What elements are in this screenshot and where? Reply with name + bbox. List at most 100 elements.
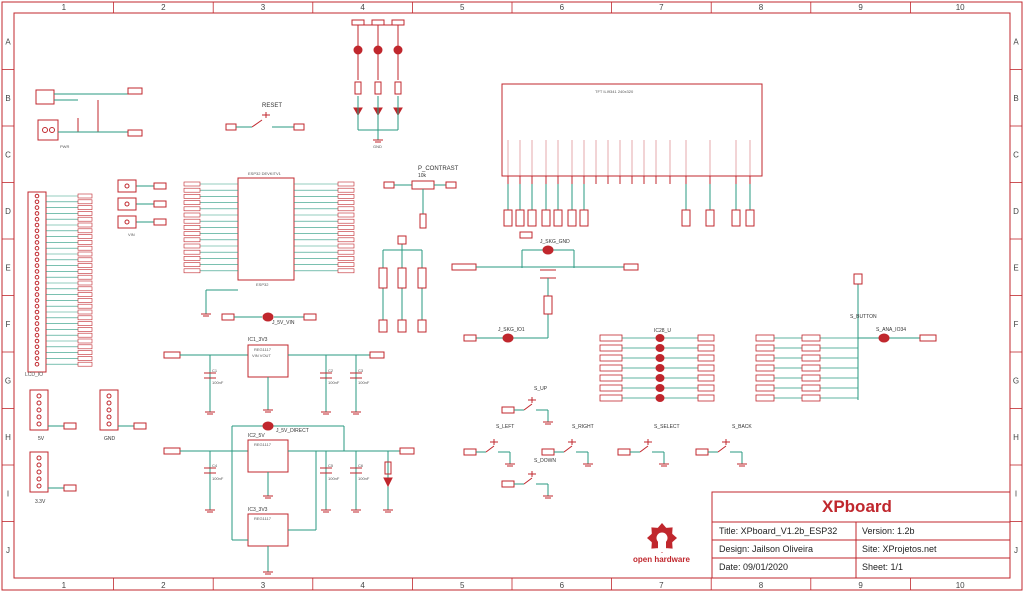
lower-headers [29, 389, 147, 493]
lcd-module [501, 83, 763, 227]
frame-row-label-left: H [5, 433, 11, 442]
j-5v-vin-jumper [205, 289, 317, 322]
j-5v-direct-label: J_5V_DIRECT [276, 428, 309, 434]
frame-row-label-right: A [1013, 37, 1019, 46]
c1-value: 100nF [212, 380, 224, 385]
frame-col-label-bottom: 2 [161, 581, 166, 590]
open-hardware-logo [647, 523, 677, 553]
c6-value: 100nF [358, 476, 370, 481]
button-switches [463, 397, 747, 499]
resistor-ladder [755, 273, 937, 402]
gnd-symbols [201, 139, 393, 575]
header-3v3-label: 3.3V [35, 499, 46, 505]
led-gnd-label: GND [373, 144, 382, 149]
frame-col-label-bottom: 7 [659, 581, 664, 590]
frame-row-label-left: G [5, 376, 11, 385]
frame-col-label-bottom: 8 [759, 581, 764, 590]
c5-value: 100nF [328, 476, 340, 481]
frame-col-label-bottom: 9 [858, 581, 863, 590]
frame-row-label-right: C [1013, 150, 1019, 159]
s-back-label: S_BACK [732, 424, 752, 430]
frame-col-label-top: 5 [460, 3, 465, 12]
c2-value: 100nF [328, 380, 340, 385]
frame-col-label-top: 1 [62, 3, 67, 12]
j-skg-gnd-label: J_SKG_GND [540, 239, 570, 245]
header-5v-label: 5V [38, 436, 45, 442]
s-right-label: S_RIGHT [572, 424, 594, 430]
frame-row-label-right: G [1013, 376, 1019, 385]
lcd-io-label: LCD_IO [25, 372, 43, 378]
ic2-label: IC2_5V [248, 433, 265, 439]
ic1-part: REG1117 [254, 347, 272, 352]
ic3-label: IC3_3V3 [248, 507, 268, 513]
s-left-label: S_LEFT [496, 424, 514, 430]
title-block-site: Site: XProjetos.net [862, 544, 937, 554]
esp32-module [183, 177, 355, 281]
ic2-part: REG1117 [254, 442, 272, 447]
lcd-module-label: TFT ILI9341 240x320 [595, 89, 634, 94]
contrast-pot [383, 180, 457, 229]
frame-col-label-top: 7 [659, 3, 664, 12]
frame-col-label-top: 6 [560, 3, 565, 12]
c3-label: C3 [358, 368, 364, 373]
frame-col-label-top: 4 [360, 3, 365, 12]
frame-row-label-right: I [1015, 489, 1017, 498]
s-down-label: S_DOWN [534, 458, 556, 464]
frame-row-label-right: H [1013, 433, 1019, 442]
vin-header-label: VIN [128, 232, 135, 237]
c4-label: C4 [212, 463, 218, 468]
open-hardware-text: open hardware [633, 555, 690, 564]
esp32-bottom-label: ESP32 [256, 282, 269, 287]
s-up-label: S_UP [534, 386, 548, 392]
title-block-frame [711, 491, 1011, 579]
frame-col-label-bottom: 1 [62, 581, 67, 590]
ic1-pins: VIN VOUT [252, 353, 271, 358]
title-block-date: Date: 09/01/2020 [719, 562, 789, 572]
title-block-version: Version: 1.2b [862, 526, 915, 536]
frame-row-label-right: F [1014, 320, 1019, 329]
reset-switch [225, 112, 305, 131]
c6-label: C6 [358, 463, 364, 468]
left-headers [27, 179, 167, 373]
title-block-title: XPboard [822, 497, 892, 516]
frame-col-label-top: 2 [161, 3, 166, 12]
c5-label: C5 [328, 463, 334, 468]
frame-row-label-left: F [6, 320, 11, 329]
c2-label: C2 [328, 368, 334, 373]
reset-label: RESET [262, 103, 282, 109]
led-array [351, 19, 405, 140]
c4-value: 100nF [212, 476, 224, 481]
resistor-group-e4 [378, 235, 427, 333]
esp32-label: ESP32 DEVKITV1 [248, 171, 282, 176]
s-button-label: S_BUTTON [850, 314, 877, 320]
frame-col-label-top: 10 [956, 3, 965, 12]
s-ana-io34-label: S_ANA_IO34 [876, 327, 906, 333]
ic-u-label: IC28_U [654, 328, 671, 334]
frame-row-label-left: E [5, 263, 10, 272]
transistor-section [451, 231, 639, 343]
c1-label: C1 [212, 368, 218, 373]
frame-row-label-left: D [5, 207, 11, 216]
header-gnd-label: GND [104, 436, 116, 442]
inner-frame [13, 12, 1011, 579]
title-block-sheet: Sheet: 1/1 [862, 562, 904, 572]
frame-row-label-left: I [7, 489, 9, 498]
frame-row-label-left: C [5, 150, 11, 159]
frame-row-label-left: J [6, 546, 10, 555]
frame-col-label-bottom: 5 [460, 581, 465, 590]
regulators [163, 344, 415, 572]
frame-col-label-top: 9 [858, 3, 863, 12]
title-block-title-line: Title: XPboard_V1.2b_ESP32 [719, 526, 838, 536]
s-select-label: S_SELECT [654, 424, 680, 430]
j-5v-vin-label: J_5V_VIN [272, 320, 295, 326]
p-contrast-value: 10k [418, 173, 427, 179]
frame-col-label-top: 3 [261, 3, 266, 12]
frame-col-label-bottom: 3 [261, 581, 266, 590]
frame-row-label-right: E [1013, 263, 1018, 272]
frame-col-label-bottom: 6 [560, 581, 565, 590]
frame-row-label-right: D [1013, 207, 1019, 216]
p-contrast-label: P_CONTRAST [418, 166, 459, 172]
